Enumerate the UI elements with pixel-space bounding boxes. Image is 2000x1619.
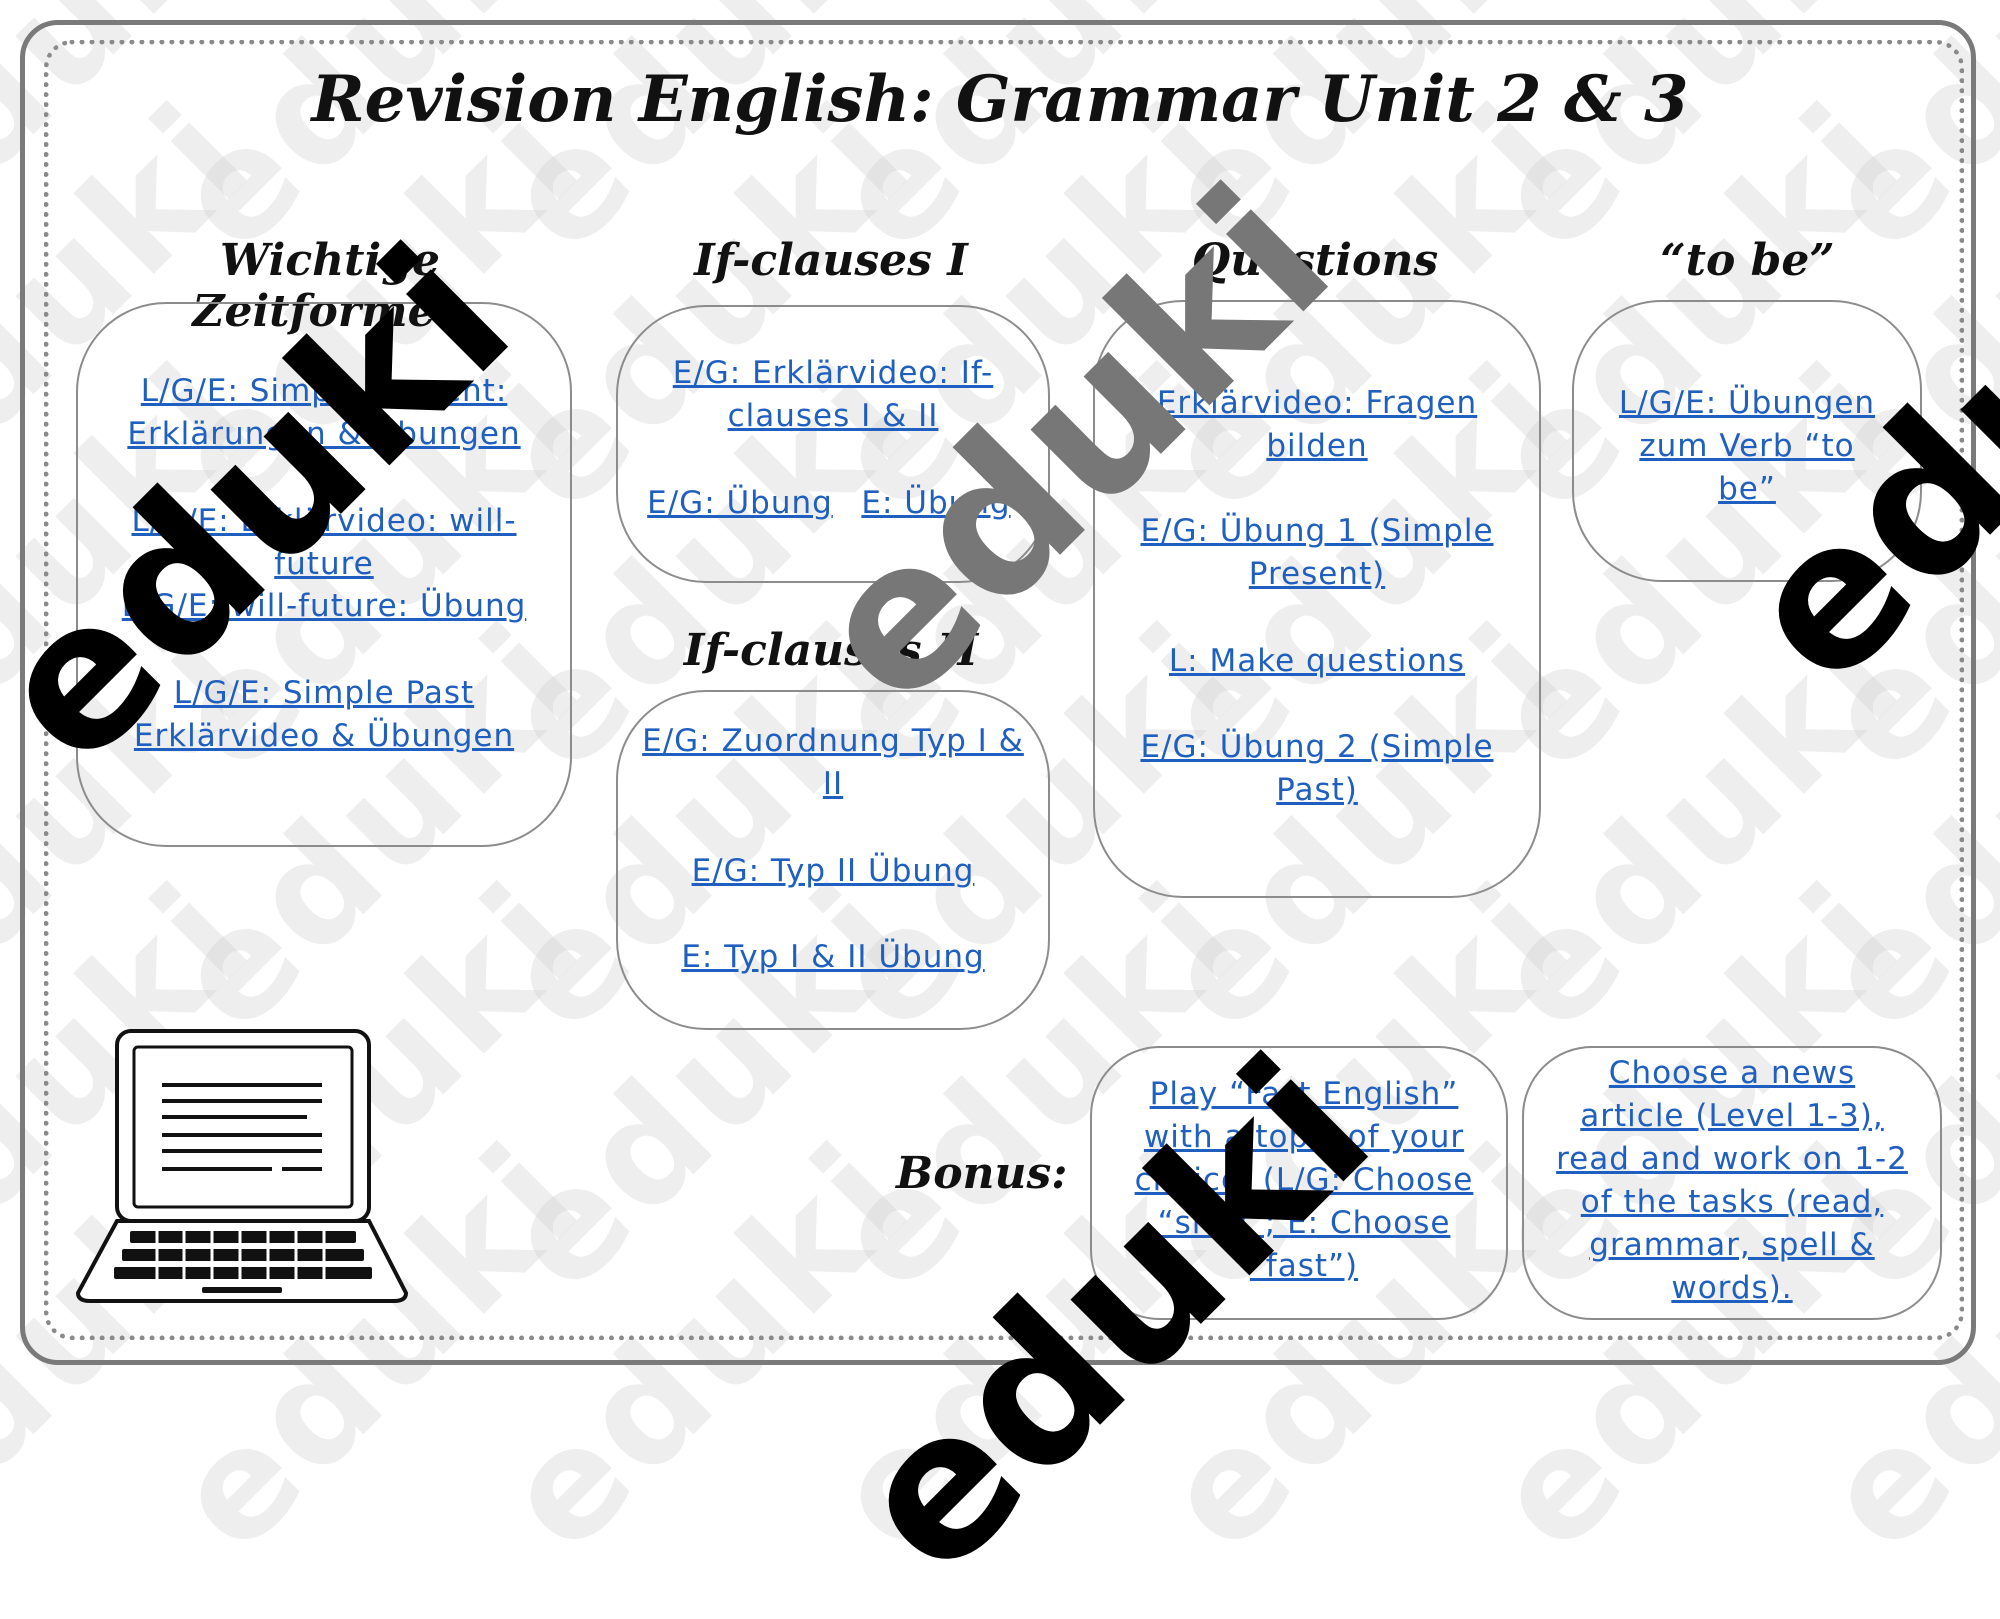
box-to-be	[1572, 300, 1922, 582]
box-bonus-fast-english	[1090, 1046, 1508, 1320]
heading-questions: Questions	[1191, 235, 1439, 286]
link-fragen-bilden[interactable]: Erklärvideo: Fragen bilden	[1156, 385, 1478, 464]
link-simple-past[interactable]: L/G/E: Simple Past Erklärvideo & Übungen	[133, 675, 515, 754]
page-title: Revision English: Grammar Unit 2 & 3	[311, 62, 1689, 137]
link-typ1-2-uebung[interactable]: E: Typ I & II Übung	[681, 939, 985, 975]
link-will-future-video[interactable]: L/G/E: Erklärvideo: will-future	[131, 503, 517, 582]
bonus-label: Bonus:	[896, 1148, 1068, 1199]
link-typ2-uebung[interactable]: E/G: Typ II Übung	[691, 853, 975, 889]
heading-ifclauses1: If-clauses I	[694, 235, 968, 286]
link-questions-uebung2[interactable]: E/G: Übung 2 (Simple Past)	[1140, 729, 1494, 808]
heading-ifclauses2: If-clauses II	[683, 625, 979, 676]
link-make-questions[interactable]: L: Make questions	[1168, 643, 1466, 679]
dotted-frame	[44, 40, 1964, 1340]
link-fast-english[interactable]: Play “Fast English” with a topic of your…	[1134, 1076, 1474, 1284]
link-to-be[interactable]: L/G/E: Übungen zum Verb “to be”	[1618, 385, 1876, 507]
link-will-future-uebung[interactable]: L/G/E: will-future: Übung	[121, 588, 527, 624]
box-ifclauses1	[616, 305, 1050, 583]
link-ifclauses1-e-uebung[interactable]: E: Übung	[861, 485, 1011, 521]
laptop-icon	[75, 1029, 409, 1303]
heading-zeitformen: Wichtige Zeitformen	[192, 235, 468, 337]
link-ifclauses1-eg-uebung[interactable]: E/G: Übung	[647, 485, 833, 521]
link-news-article[interactable]: Choose a news article (Level 1-3), read …	[1556, 1055, 1908, 1306]
box-bonus-news	[1522, 1046, 1942, 1320]
box-questions	[1093, 300, 1541, 898]
link-ifclauses-video[interactable]: E/G: Erklärvideo: If-clauses I & II	[672, 355, 994, 434]
box-zeitformen	[76, 302, 572, 847]
link-simple-present[interactable]: L/G/E: Simple Present: Erklärungen & Übu…	[127, 373, 521, 452]
page-frame	[20, 20, 1976, 1365]
heading-to-be: “to be”	[1660, 235, 1835, 286]
link-zuordnung-typ[interactable]: E/G: Zuordnung Typ I & II	[642, 723, 1024, 802]
box-ifclauses2	[616, 690, 1050, 1030]
link-questions-uebung1[interactable]: E/G: Übung 1 (Simple Present)	[1140, 513, 1494, 592]
